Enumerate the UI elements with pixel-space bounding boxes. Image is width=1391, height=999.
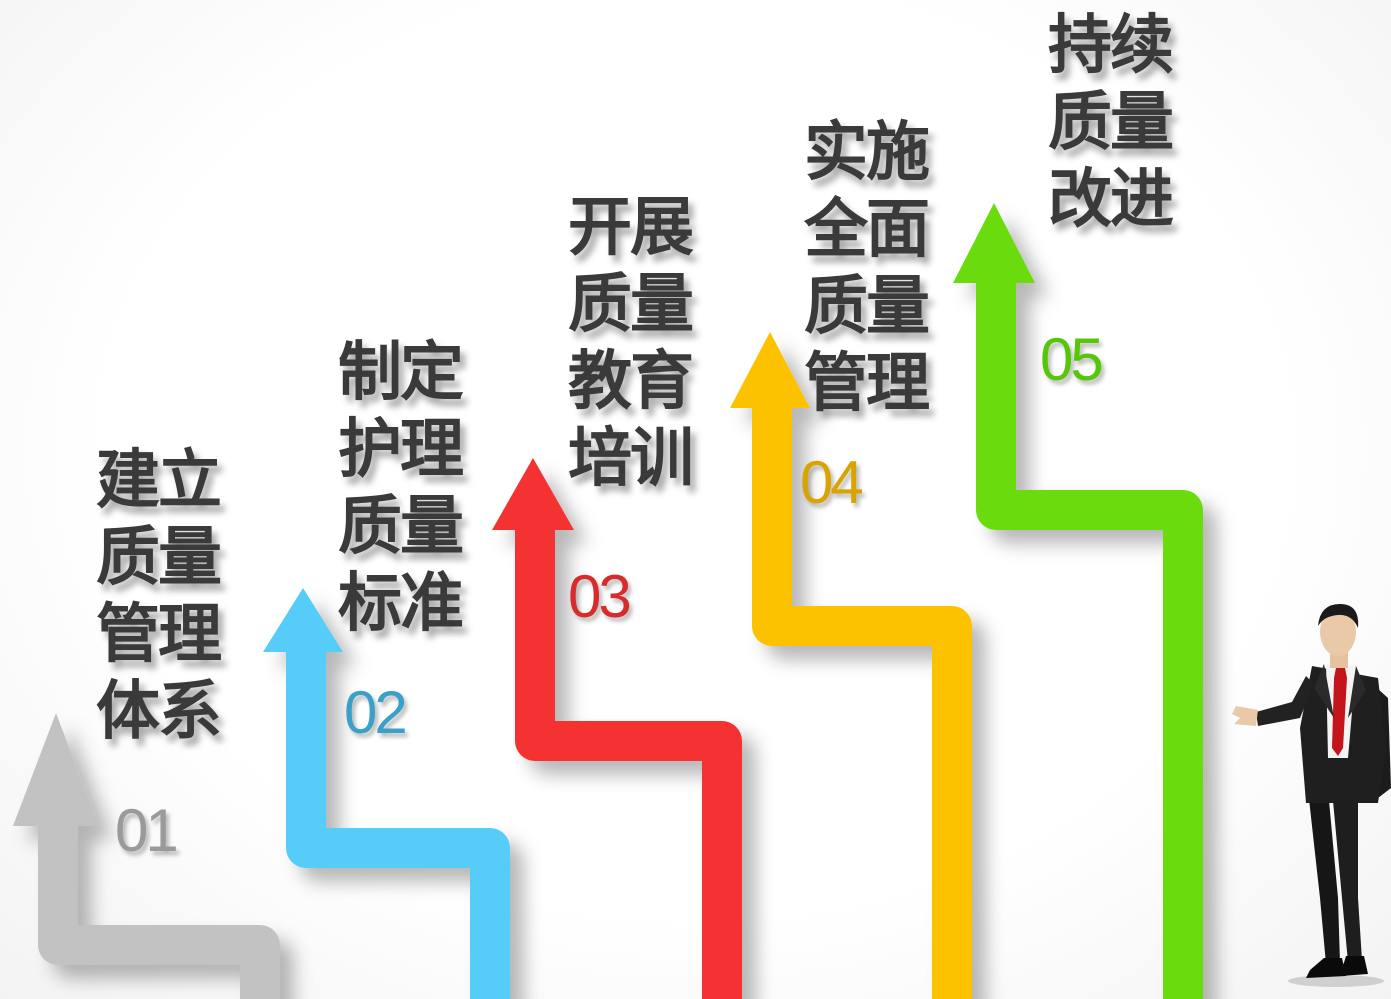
step-1-title: 建立 质量 管理 体系 (96, 444, 222, 749)
step-2-number: 02 (344, 679, 408, 746)
arrow-head-1 (13, 713, 99, 826)
arrow-shaft-5 (976, 281, 1203, 999)
arrow-shaft-3 (515, 528, 742, 999)
arrow-head-3 (492, 458, 574, 530)
arrow-step-2 (263, 588, 510, 999)
step-4-number: 04 (800, 449, 864, 516)
arrow-shaft-4 (752, 406, 972, 999)
step-5-number: 05 (1040, 326, 1104, 393)
step-1-number: 01 (115, 797, 179, 864)
step-2-title: 制定 护理 质量 标准 (338, 336, 464, 641)
businessman-presenting-icon (1232, 604, 1391, 987)
arrow-step-1 (13, 713, 280, 999)
arrow-shaft-2 (286, 650, 510, 999)
step-3-number: 03 (568, 563, 632, 630)
step-5-title: 持续 质量 改进 (1048, 9, 1174, 237)
step-4-title: 实施 全面 质量 管理 (804, 116, 930, 421)
arrow-step-3 (492, 458, 742, 999)
step-3-title: 开展 质量 教育 培训 (568, 191, 694, 496)
arrow-head-4 (730, 332, 810, 408)
arrow-step-5 (953, 203, 1203, 999)
arrow-shaft-1 (38, 824, 280, 999)
arrow-head-5 (953, 203, 1035, 283)
arrow-head-2 (263, 588, 343, 652)
arrow-step-4 (730, 332, 972, 999)
